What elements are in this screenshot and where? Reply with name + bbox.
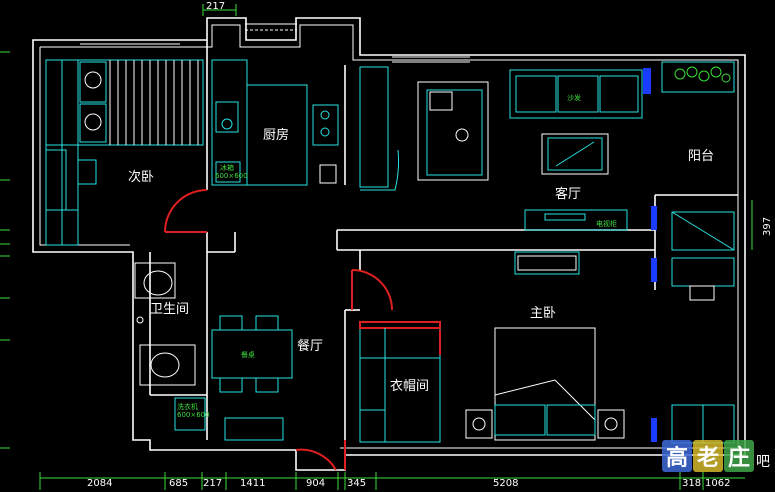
watermark-suffix: 吧 [756, 454, 770, 470]
dim-2: 217 [203, 478, 222, 489]
dim-6: 5208 [493, 478, 518, 489]
watermark-char-0: 高 [666, 445, 688, 471]
left-ticks [0, 51, 10, 449]
master-bedroom-furniture [465, 251, 735, 444]
dim-3: 1411 [240, 478, 265, 489]
dim-1: 685 [169, 478, 188, 489]
room-label-living-room: 客厅 [555, 186, 581, 202]
second-bedroom-furniture [45, 59, 204, 246]
label-tv-cabinet: 电视柜 [596, 219, 617, 228]
room-label-second-bedroom: 次卧 [128, 169, 154, 185]
dim-4: 904 [306, 478, 325, 489]
label-sofa: 沙发 [567, 93, 581, 102]
watermark-logo: 高 老 庄 吧 [662, 440, 770, 472]
washer [174, 397, 206, 431]
room-label-balcony: 阳台 [688, 149, 714, 164]
living-furniture [359, 66, 657, 442]
room-label-dining-room: 餐厅 [297, 338, 323, 354]
windows [80, 23, 470, 63]
label-washer-size: 600×600 [177, 411, 210, 419]
label-fridge: 冰箱 [220, 163, 234, 172]
right-dimension: 397 [751, 200, 773, 250]
dim-7: 318 [682, 478, 701, 489]
watermark-char-2: 庄 [728, 445, 750, 471]
top-dimension: 217 [202, 1, 237, 16]
bathroom-fixtures [134, 262, 196, 386]
room-label-cloakroom: 衣帽间 [390, 378, 429, 394]
kitchen-furniture [211, 59, 339, 186]
label-fridge-size: 600×600 [215, 172, 248, 180]
balcony-plants [661, 61, 735, 301]
furniture-labels: 沙发 电视柜 餐桌 冰箱 600×600 洗衣机 600×600 [177, 93, 617, 419]
dim-8: 1062 [705, 478, 730, 489]
top-dimension-label: 217 [206, 1, 225, 12]
cloakroom-fixtures [359, 321, 441, 443]
dim-5: 345 [347, 478, 366, 489]
room-label-bathroom: 卫生间 [150, 302, 189, 317]
doors [164, 189, 393, 471]
label-washer: 洗衣机 [177, 402, 198, 411]
room-label-master-bedroom: 主卧 [530, 306, 556, 321]
bottom-dimensions: 2084 685 217 1411 904 345 5208 318 1062 [39, 472, 745, 490]
room-label-kitchen: 厨房 [263, 127, 289, 143]
watermark-char-1: 老 [696, 445, 719, 471]
label-dining-table: 餐桌 [241, 350, 255, 359]
dim-0: 2084 [87, 478, 112, 489]
dining-furniture [211, 315, 293, 441]
interior-walls [149, 40, 738, 448]
right-dimension-label: 397 [762, 217, 773, 236]
room-labels: 次卧 厨房 客厅 阳台 卫生间 餐厅 主卧 衣帽间 [128, 127, 714, 394]
